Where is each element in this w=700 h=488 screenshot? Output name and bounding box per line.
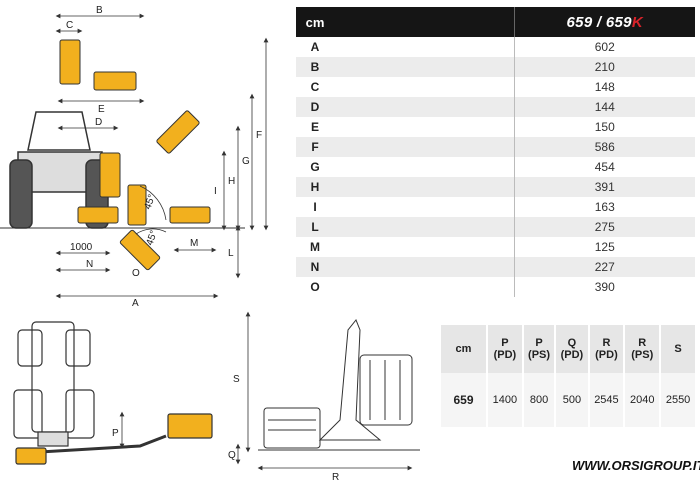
mower-angled-up bbox=[156, 110, 200, 154]
dimension-row: D 144 bbox=[296, 97, 695, 117]
dimension-key: A bbox=[296, 37, 334, 57]
spec-header: P (PD) bbox=[487, 325, 524, 373]
website-url: WWW.ORSIGROUP.IT bbox=[572, 458, 700, 473]
label-E: E bbox=[98, 104, 105, 115]
spec-header: Q (PD) bbox=[555, 325, 590, 373]
label-G: G bbox=[242, 156, 250, 167]
spec-header: P (PS) bbox=[522, 325, 557, 373]
label-angle-1: 45° bbox=[142, 193, 158, 211]
dimension-key: C bbox=[296, 77, 334, 97]
dimension-value: 586 bbox=[514, 137, 695, 157]
dimension-row: H 391 bbox=[296, 177, 695, 197]
dimension-row: G 454 bbox=[296, 157, 695, 177]
dimension-key: N bbox=[296, 257, 334, 277]
dimension-value: 144 bbox=[514, 97, 695, 117]
dimension-key: F bbox=[296, 137, 334, 157]
dimension-value: 227 bbox=[514, 257, 695, 277]
tractor-top-view bbox=[13, 321, 241, 465]
dimension-value: 210 bbox=[514, 57, 695, 77]
dimension-labels: B C E D A N 1000 M F G H I L O 45° 45° bbox=[66, 5, 262, 309]
label-H: H bbox=[228, 176, 235, 187]
spec-header: R (PD) bbox=[588, 325, 626, 373]
dimension-row: M 125 bbox=[296, 237, 695, 257]
mower-vertical-mid bbox=[99, 152, 121, 198]
label-M: M bbox=[190, 238, 198, 249]
mower-angled-down bbox=[119, 229, 161, 271]
label-angle-2: 45° bbox=[144, 229, 160, 247]
label-C: C bbox=[66, 20, 73, 31]
dimension-key: D bbox=[296, 97, 334, 117]
label-I: I bbox=[214, 186, 217, 197]
dimension-row: O 390 bbox=[296, 277, 695, 297]
mower-ground-right bbox=[169, 206, 211, 224]
label-1000: 1000 bbox=[70, 242, 93, 253]
dimension-row: L 275 bbox=[296, 217, 695, 237]
mower-horizontal-top bbox=[93, 71, 137, 91]
dimension-value: 391 bbox=[514, 177, 695, 197]
dimension-value: 150 bbox=[514, 117, 695, 137]
dimension-key: M bbox=[296, 237, 334, 257]
label-B: B bbox=[96, 5, 103, 16]
dimension-value: 602 bbox=[514, 37, 695, 57]
dimension-key: O bbox=[296, 277, 334, 297]
label-Q: Q bbox=[228, 450, 236, 461]
label-N: N bbox=[86, 259, 93, 270]
header-model: 659 / 659K bbox=[566, 13, 643, 31]
label-O: O bbox=[132, 268, 140, 279]
spec-cell: 800 bbox=[522, 373, 557, 427]
dimension-key: E bbox=[296, 117, 334, 137]
dimension-row: F 586 bbox=[296, 137, 695, 157]
dimension-row: E 150 bbox=[296, 117, 695, 137]
dimension-value: 125 bbox=[514, 237, 695, 257]
dimension-row: C 148 bbox=[296, 77, 695, 97]
dimension-row: I 163 bbox=[296, 197, 695, 217]
dimension-value: 163 bbox=[514, 197, 695, 217]
dimension-value: 275 bbox=[514, 217, 695, 237]
dimension-value: 390 bbox=[514, 277, 695, 297]
dimension-lines bbox=[55, 13, 269, 299]
spec-cell: 2550 bbox=[660, 373, 697, 427]
spec-cell: 1400 bbox=[487, 373, 524, 427]
header-unit: cm bbox=[305, 14, 325, 30]
dimension-row: A 602 bbox=[296, 37, 695, 57]
label-F: F bbox=[256, 130, 262, 141]
dimension-key: I bbox=[296, 197, 334, 217]
spec-header: cm bbox=[441, 325, 488, 373]
label-S: S bbox=[233, 374, 240, 385]
dimension-key: L bbox=[296, 217, 334, 237]
mower-vertical-low bbox=[127, 184, 147, 226]
spec-cell: 500 bbox=[555, 373, 590, 427]
dimension-key: B bbox=[296, 57, 334, 77]
dimension-key: G bbox=[296, 157, 334, 177]
label-A: A bbox=[132, 298, 139, 309]
label-P: P bbox=[112, 428, 119, 439]
spec-cell: 2545 bbox=[588, 373, 626, 427]
mower-vertical-top bbox=[59, 39, 81, 85]
dimension-row: B 210 bbox=[296, 57, 695, 77]
spec-header: S bbox=[660, 325, 697, 373]
label-D: D bbox=[95, 117, 102, 128]
spec-cell: 659 bbox=[441, 373, 488, 427]
spec-cell: 2040 bbox=[624, 373, 662, 427]
dimension-key: H bbox=[296, 177, 334, 197]
dimension-value: 454 bbox=[514, 157, 695, 177]
label-L: L bbox=[228, 248, 234, 259]
label-R: R bbox=[332, 472, 339, 483]
dimension-table-header: cm 659 / 659K bbox=[296, 7, 695, 37]
mower-positions bbox=[59, 39, 211, 271]
mower-ground-left bbox=[77, 206, 119, 224]
machine-side-view bbox=[258, 319, 420, 451]
dimension-value: 148 bbox=[514, 77, 695, 97]
dimension-row: N 227 bbox=[296, 257, 695, 277]
spec-header: R (PS) bbox=[624, 325, 662, 373]
